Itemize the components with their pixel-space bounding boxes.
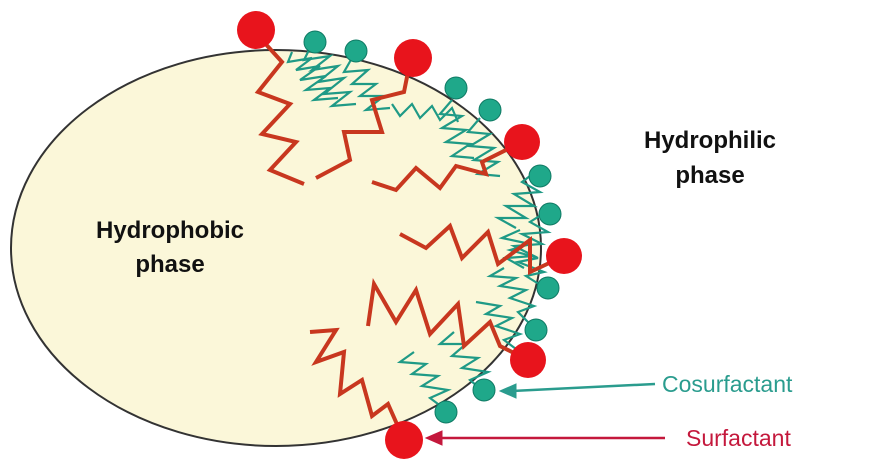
cosurfactant-arrow-line (512, 384, 655, 391)
surfactant-head (504, 124, 540, 160)
oil-droplet (11, 50, 541, 446)
cosurfactant-head (304, 31, 326, 53)
cosurfactant-label: Cosurfactant (662, 371, 793, 397)
surfactant-head (237, 11, 275, 49)
hydrophilic-label-line2: phase (675, 162, 744, 189)
surfactant-head (385, 421, 423, 459)
cosurfactant-arrow (500, 384, 655, 398)
cosurfactant-head (525, 319, 547, 341)
cosurfactant-head (537, 277, 559, 299)
cosurfactant-head (473, 379, 495, 401)
surfactant-arrow-head (426, 431, 442, 445)
surfactant-head (546, 238, 582, 274)
cosurfactant-arrow-head (500, 384, 516, 398)
cosurfactant-head (435, 401, 457, 423)
surfactant-head (394, 39, 432, 77)
surfactant-arrow (426, 431, 665, 445)
cosurfactant-head (529, 165, 551, 187)
cosurfactant-head (539, 203, 561, 225)
cosurfactant-head (479, 99, 501, 121)
hydrophobic-label-line2: phase (135, 251, 204, 278)
cosurfactant-head (345, 40, 367, 62)
hydrophobic-label-line1: Hydrophobic (96, 217, 244, 244)
surfactant-label: Surfactant (686, 425, 791, 451)
surfactant-head (510, 342, 546, 378)
hydrophilic-label-line1: Hydrophilic (644, 127, 776, 154)
cosurfactant-head (445, 77, 467, 99)
